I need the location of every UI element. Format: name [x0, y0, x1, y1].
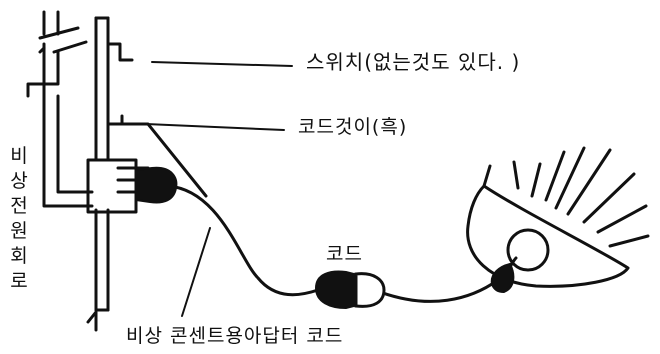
lamp-socket: [490, 262, 515, 294]
emergency-circuit-wires: [26, 10, 94, 208]
adapter-cord: [166, 184, 320, 297]
switch-label: 스위치(없는것도 있다. ): [306, 50, 521, 74]
lamp-hinge: [482, 164, 492, 188]
adapter-cord-label: 비상 콘센트용아답터 코드: [126, 325, 344, 347]
wall-mount: [86, 16, 134, 332]
cord-hook-label: 코드것이(흑): [298, 116, 408, 138]
wall-plug: [135, 166, 178, 204]
cord-to-lamp: [378, 256, 518, 303]
cord-connector: [314, 270, 386, 310]
leader-lines: [145, 61, 293, 317]
lamp-housing: [466, 184, 630, 288]
lamp-bulb: [506, 228, 550, 272]
light-rays: [512, 146, 650, 248]
cord-label: 코드: [326, 243, 363, 265]
emergency-circuit-label: 비상전원회로: [10, 145, 28, 292]
